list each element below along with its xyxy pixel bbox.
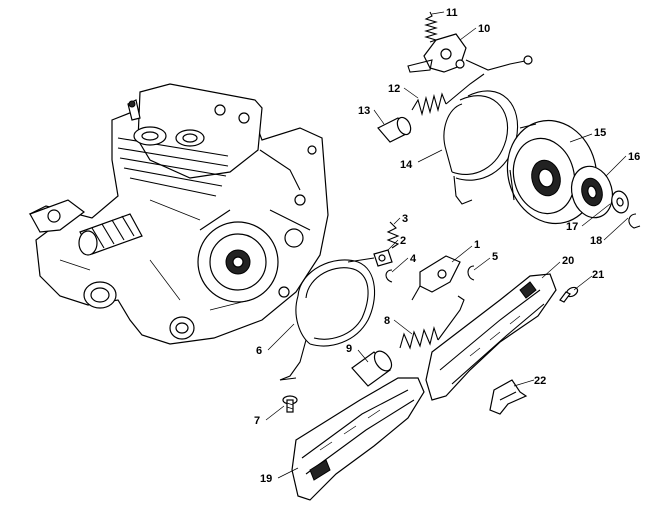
part-18-e-clip (628, 213, 641, 229)
callout-11: 11 (446, 7, 458, 19)
engine-crankcase-illustration (28, 83, 329, 345)
part-6-brake-band (279, 259, 376, 381)
part-13-sleeve (377, 116, 412, 143)
callout-10: 10 (478, 23, 490, 35)
part-7-screw (282, 395, 298, 413)
callout-6: 6 (256, 345, 262, 357)
callout-numbers: 1 2 3 4 5 6 7 8 9 10 11 12 13 14 15 16 1… (254, 7, 640, 485)
part-1-lever (411, 255, 461, 301)
callout-3: 3 (402, 213, 408, 225)
callout-7: 7 (254, 415, 260, 427)
part-22-guide-plate (489, 379, 528, 415)
leader-lines (265, 11, 629, 479)
part-10-brake-lever-assembly (407, 33, 533, 73)
callout-19: 19 (260, 473, 272, 485)
part-8-spring (399, 295, 465, 350)
callout-16: 16 (628, 151, 640, 163)
part-11-spring (424, 11, 438, 43)
callout-14: 14 (400, 159, 413, 171)
callout-9: 9 (346, 343, 352, 355)
part-16-rim-sprocket (570, 165, 614, 219)
part-20-chain-guard (425, 273, 557, 401)
callout-13: 13 (358, 105, 370, 117)
part-5-clip (467, 265, 475, 281)
part-19-chain-guard (291, 377, 425, 501)
part-17-washer (611, 190, 629, 214)
callout-2: 2 (400, 235, 406, 247)
part-2-bracket (347, 249, 393, 267)
part-14-brake-band (443, 90, 518, 205)
callout-17: 17 (566, 221, 578, 233)
part-12-spring (411, 73, 485, 117)
callout-1: 1 (474, 239, 480, 251)
callout-21: 21 (592, 269, 604, 281)
callout-5: 5 (492, 251, 498, 263)
callout-4: 4 (410, 253, 417, 265)
callout-15: 15 (594, 127, 606, 139)
part-3-spring (386, 221, 400, 249)
callout-18: 18 (590, 235, 602, 247)
part-4-clip (385, 269, 393, 283)
callout-8: 8 (384, 315, 390, 327)
callout-20: 20 (562, 255, 574, 267)
callout-22: 22 (534, 375, 546, 387)
callout-12: 12 (388, 83, 400, 95)
part-9-sleeve (351, 350, 393, 387)
